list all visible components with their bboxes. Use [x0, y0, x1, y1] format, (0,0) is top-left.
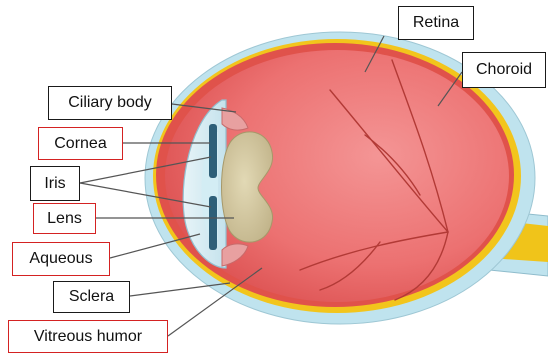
label-sclera: Sclera	[53, 281, 130, 313]
label-vitreous-humor: Vitreous humor	[8, 320, 168, 353]
label-cornea: Cornea	[38, 127, 123, 160]
label-retina: Retina	[398, 6, 474, 40]
label-iris: Iris	[30, 166, 80, 201]
label-aqueous: Aqueous	[12, 242, 110, 276]
label-choroid: Choroid	[462, 52, 546, 88]
label-lens: Lens	[33, 203, 96, 234]
label-ciliary-body: Ciliary body	[48, 86, 172, 120]
